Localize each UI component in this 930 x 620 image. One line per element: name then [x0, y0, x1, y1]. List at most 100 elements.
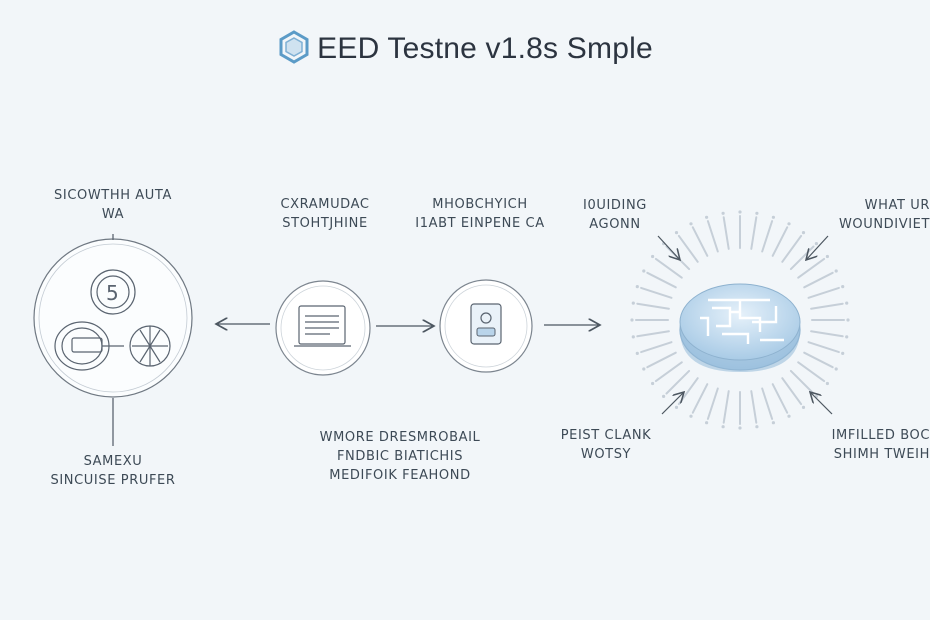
label-line: I1ABT EINPENE CA	[415, 216, 545, 231]
ray-line	[706, 387, 719, 420]
ray-line	[750, 216, 758, 250]
ray-line	[803, 351, 834, 369]
ray-dot	[787, 222, 791, 226]
label-line: STOHTJHINE	[282, 216, 368, 231]
ray-line	[640, 286, 673, 299]
ray-dot	[814, 242, 819, 246]
ray-dot	[771, 421, 776, 425]
ray-line	[640, 341, 673, 354]
ray-dot	[721, 211, 725, 215]
left-node[interactable]: 5	[33, 238, 193, 398]
right-top-right-label: WHAT UR WOUNDIVIET	[826, 196, 930, 234]
label-line: I0UIDING	[583, 198, 647, 213]
ray-dot	[662, 394, 666, 398]
ray-dot	[689, 222, 693, 226]
right-bottom-right-label: IMFILLED BOC SHIMH TWEIH	[812, 426, 930, 464]
ray-dot	[689, 414, 693, 418]
ray-line	[706, 220, 719, 253]
ray-line	[654, 361, 683, 383]
ray-dot	[801, 405, 806, 409]
ray-dot	[642, 269, 646, 273]
label-line: CXRAMUDAC	[280, 197, 370, 212]
label-line: MEDIFOIK FEAHOND	[329, 468, 471, 483]
label-line: WOUNDIVIET	[838, 217, 930, 232]
label-line: WMORE DRESMROBAIL	[319, 430, 481, 445]
label-line: MHOBCHYICH	[432, 197, 528, 212]
ray-dot	[787, 414, 791, 418]
ray-dot	[845, 301, 849, 305]
ray-line	[761, 387, 774, 420]
ray-dot	[635, 285, 639, 289]
ray-dot	[651, 381, 655, 386]
ray-line	[750, 390, 758, 424]
ray-line	[789, 245, 815, 271]
label-line: SINCUISE PRUFER	[50, 473, 176, 488]
ray-dot	[834, 367, 838, 371]
label-line: SICOWTHH AUTA	[54, 188, 172, 203]
ray-line	[691, 226, 709, 257]
ray-dot	[705, 421, 709, 425]
ray-dot	[630, 318, 634, 322]
ray-line	[665, 369, 691, 395]
ray-line	[797, 257, 826, 279]
ray-line	[810, 302, 844, 310]
page-title: EED Testne v1.8s Smple	[0, 30, 930, 66]
ray-line	[807, 341, 840, 354]
ray-line	[636, 330, 670, 338]
ray-dot	[631, 301, 635, 305]
node3-label: MHOBCHYICH I1ABT EINPENE CA	[400, 195, 560, 233]
ray-dot	[755, 211, 759, 215]
right-node[interactable]	[630, 210, 850, 430]
center-bottom-label: WMORE DRESMROBAIL FNDBIC BIATICHIS MEDIF…	[300, 428, 500, 485]
top-left-label: SICOWTHH AUTA WA	[28, 186, 198, 224]
label-line: WHAT UR	[864, 198, 930, 213]
ray-dot	[674, 405, 679, 409]
ray-line	[722, 216, 730, 250]
ray-dot	[635, 351, 639, 355]
id-card-icon	[470, 303, 502, 345]
ray-burst	[630, 210, 850, 430]
ray-dot	[825, 254, 830, 259]
coins-gear-icon: 5	[54, 269, 171, 371]
ray-line	[771, 383, 789, 414]
ray-line	[771, 226, 789, 257]
ray-line	[797, 361, 826, 383]
ray-line	[636, 302, 670, 310]
ray-line	[722, 390, 730, 424]
label-line: FNDBIC BIATICHIS	[336, 449, 464, 464]
label-line: SHIMH TWEIH	[833, 447, 930, 462]
ray-dot	[631, 335, 635, 339]
label-line: PEIST CLANK	[560, 428, 652, 443]
ray-dot	[841, 285, 845, 289]
ray-line	[781, 234, 803, 263]
ray-line	[810, 330, 844, 338]
circuit-disk-icon	[700, 298, 784, 344]
ray-line	[761, 220, 774, 253]
bottom-left-label: SAMEXU SINCUISE PRUFER	[28, 452, 198, 490]
ray-line	[677, 377, 699, 406]
ray-dot	[705, 215, 709, 219]
right-bottom-left-label: PEIST CLANK WOTSY	[548, 426, 664, 464]
ray-line	[646, 351, 677, 369]
label-line: WOTSY	[580, 447, 632, 462]
ray-line	[654, 257, 683, 279]
ray-dot	[801, 231, 806, 235]
label-line: WA	[101, 207, 125, 222]
ray-line	[781, 377, 803, 406]
ray-line	[789, 369, 815, 395]
right-top-left-label: I0UIDING AGONN	[560, 196, 670, 234]
label-line: IMFILLED BOC	[831, 428, 930, 443]
ray-dot	[738, 426, 742, 430]
document-node[interactable]	[275, 280, 371, 376]
id-card-node[interactable]	[439, 279, 533, 373]
svg-text:5: 5	[106, 281, 119, 305]
label-line: SAMEXU	[83, 454, 143, 469]
ray-dot	[642, 367, 646, 371]
ray-line	[677, 234, 699, 263]
ray-dot	[834, 269, 838, 273]
ray-dot	[846, 318, 850, 322]
ray-dot	[825, 381, 830, 386]
label-line: AGONN	[589, 217, 641, 232]
ray-line	[803, 271, 834, 289]
